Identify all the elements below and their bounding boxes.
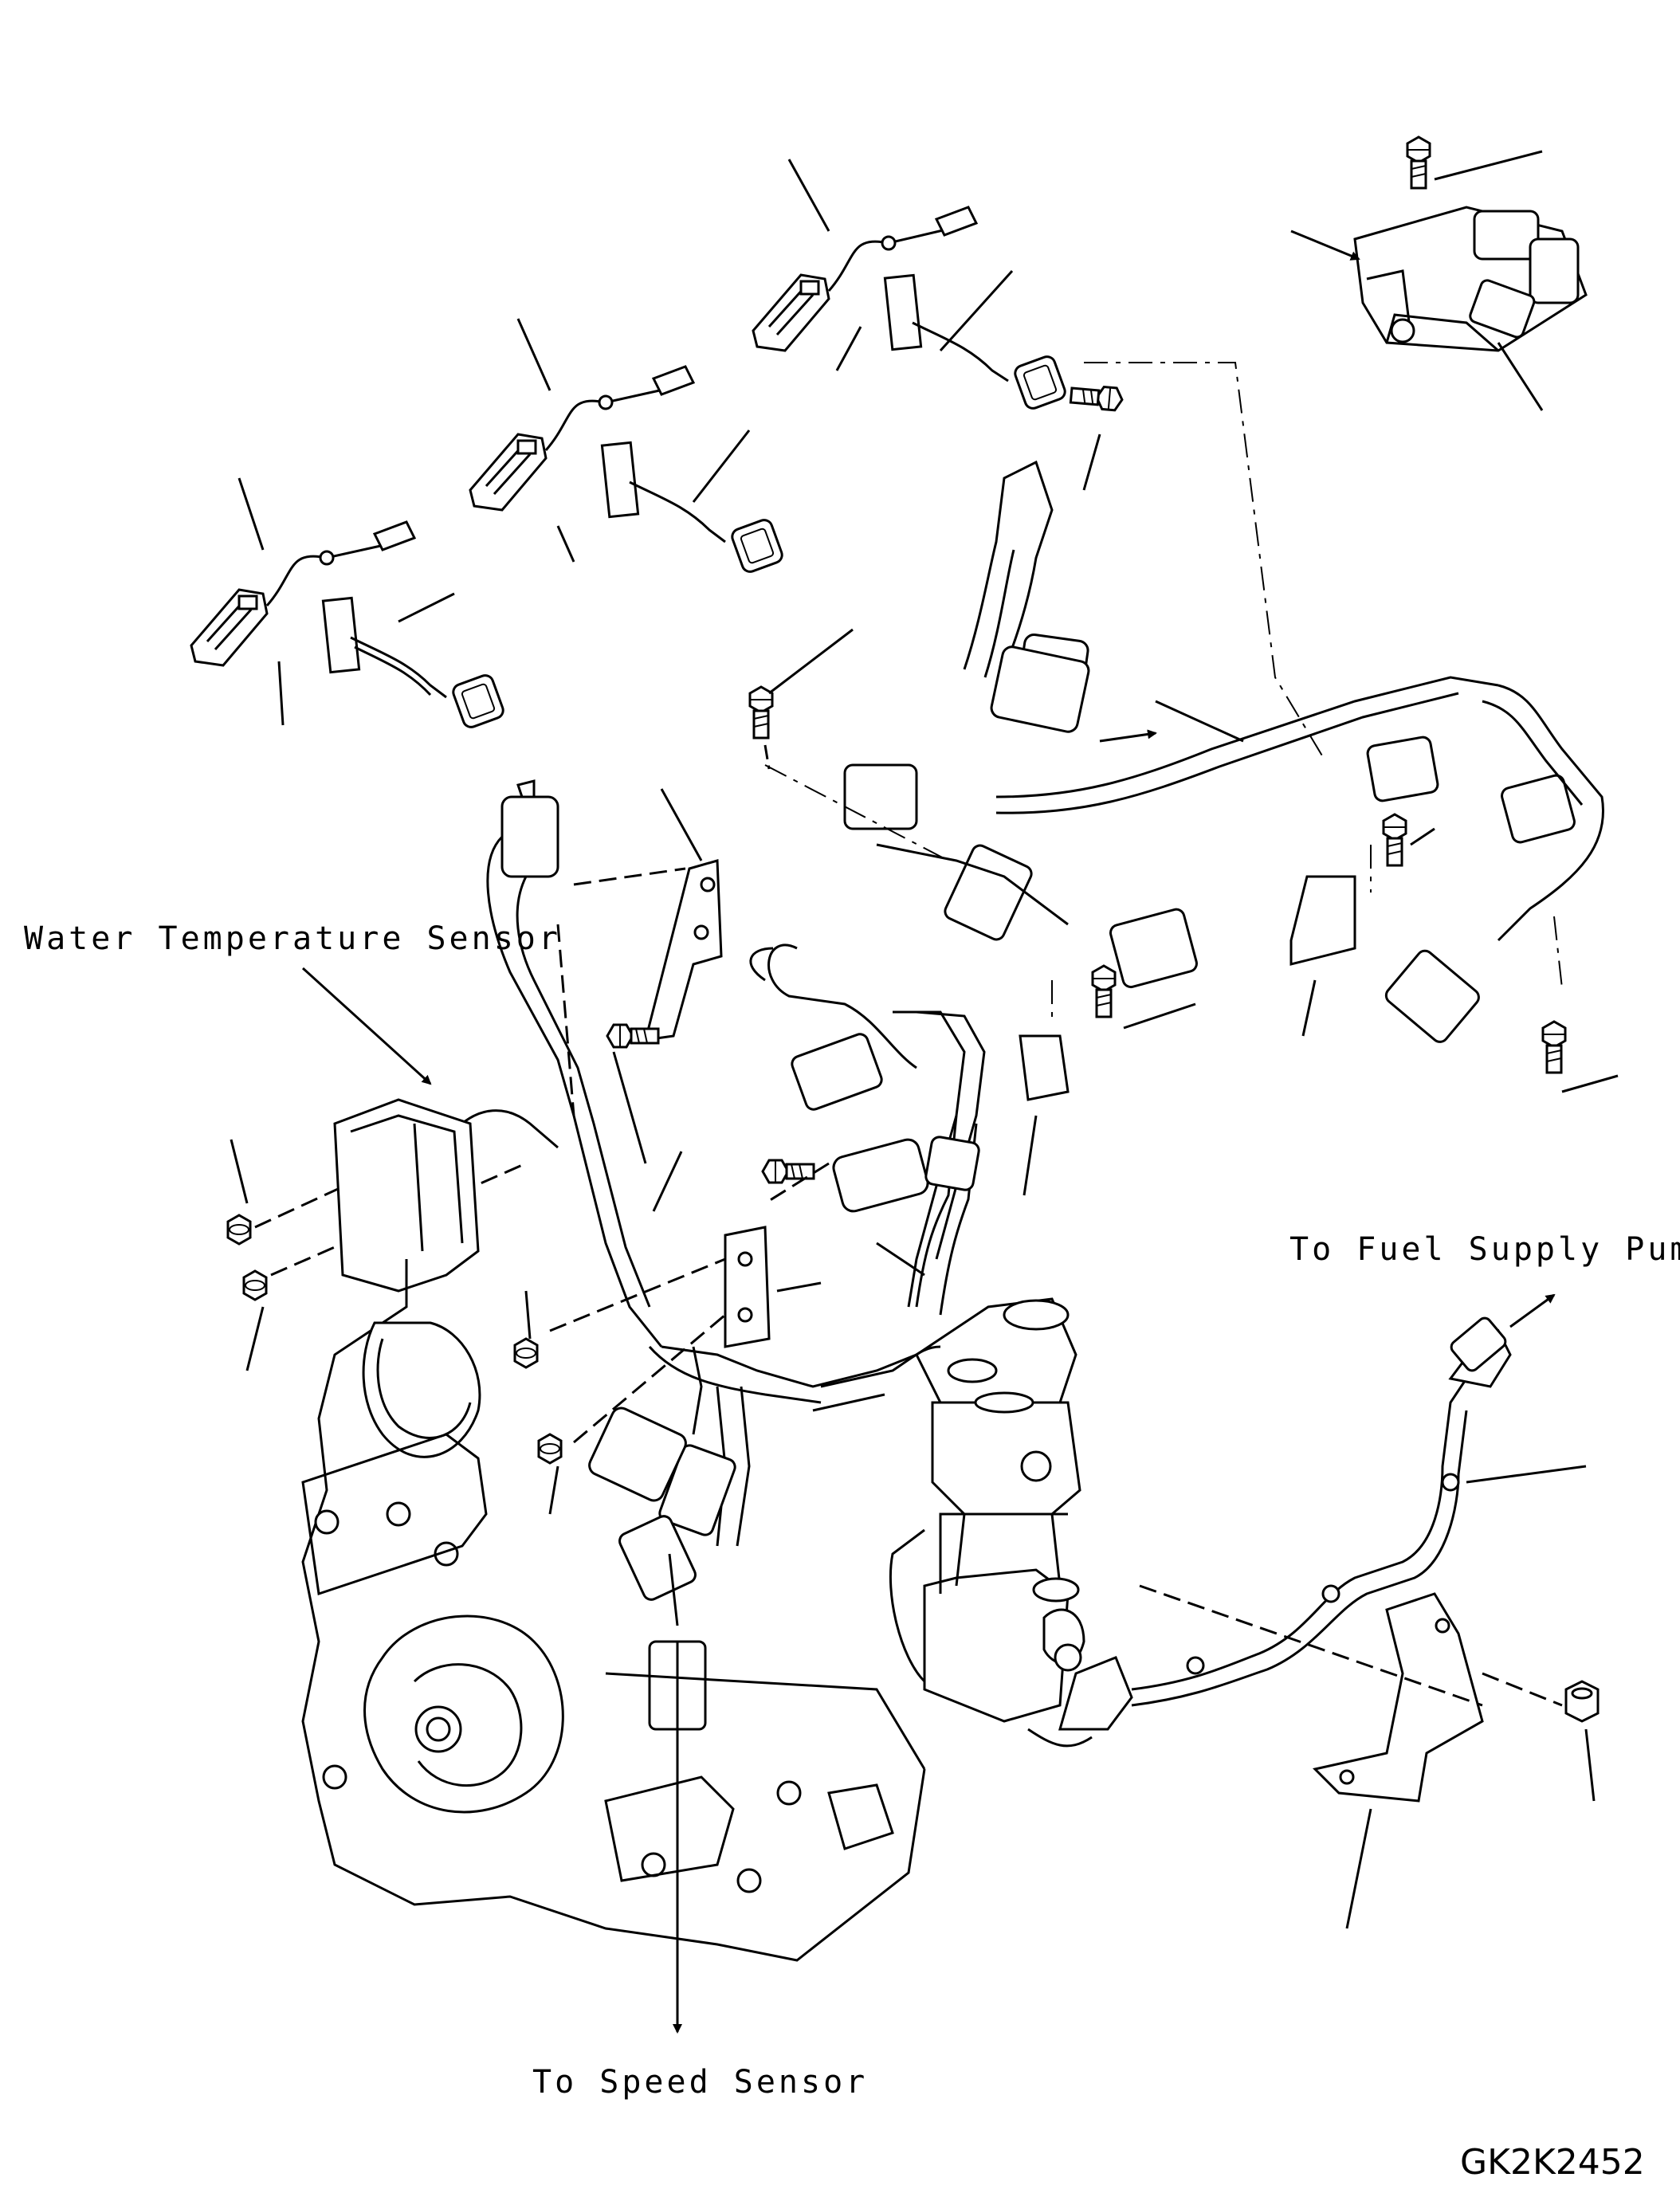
callout-leaders <box>303 968 682 2034</box>
alignment-lines <box>765 363 1562 1020</box>
sub-harness-1 <box>191 478 507 731</box>
sub-harness-3 <box>753 159 1125 490</box>
water-temperature-sensor-label: Water Temperature Sensor <box>24 920 561 957</box>
lower-right-bracket <box>1140 1586 1598 1928</box>
left-harness <box>414 781 917 1729</box>
main-harness-upper <box>751 462 1603 1307</box>
upper-fasteners <box>654 630 1618 1211</box>
fuel-rail-assembly <box>813 1116 1586 1746</box>
engine-front-cover <box>303 1100 924 1960</box>
left-fasteners <box>226 789 821 1514</box>
to-speed-sensor-label: To Speed Sensor <box>532 2064 869 2101</box>
control-module <box>1291 135 1586 410</box>
to-fuel-supply-pump-label: To Fuel Supply Pump <box>1289 1231 1680 1268</box>
origin <box>0 0 1 1</box>
sub-harness-2 <box>470 319 786 575</box>
drawing-code: GK2K2452 <box>1460 2142 1645 2183</box>
